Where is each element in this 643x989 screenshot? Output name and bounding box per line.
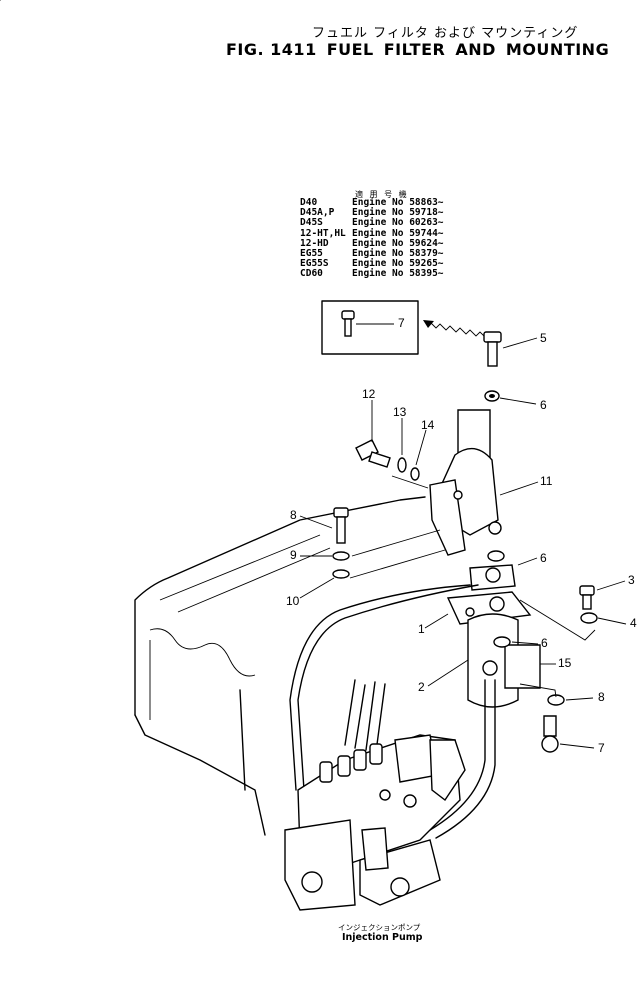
figure-word-4: MOUNTING [505, 40, 610, 59]
callout-14: 14 [421, 418, 435, 432]
model-name: D40 [300, 197, 318, 208]
callout-1: 1 [418, 622, 425, 636]
title-japanese: フュエル フィルタ および マウンティング [312, 26, 579, 41]
model-name: 12-HD [300, 237, 329, 249]
applicability-row: EG55S Engine No 59265~ [300, 259, 444, 269]
engine-serial: Engine No 58379~ [352, 248, 444, 260]
leader-arrowhead [423, 320, 434, 328]
engine-serial: Engine No 59744~ [352, 227, 444, 239]
injection-pump [284, 679, 466, 911]
callout-8-lower: 8 [598, 690, 605, 704]
applicability-row: 12-HD Engine No 59624~ [300, 237, 444, 249]
bolt-5 [483, 331, 538, 367]
washer-10 [299, 569, 350, 599]
fuel-pipes [289, 584, 496, 839]
engine-serial: Engine No 59624~ [352, 237, 444, 249]
model-name: EG55 [300, 248, 323, 260]
callout-7-bottom: 7 [598, 741, 605, 755]
callout-4: 4 [630, 616, 637, 630]
washer-9 [300, 551, 350, 561]
figure-number: FIG. 1411 [226, 40, 317, 59]
bolt-7-bottom [541, 715, 595, 753]
engine-serial: Engine No 58395~ [352, 268, 444, 280]
callout-13: 13 [393, 405, 407, 419]
callout-10: 10 [286, 594, 300, 608]
callout-9: 9 [290, 548, 297, 562]
callout-8-left: 8 [290, 508, 297, 522]
applicability-row: CD60 Engine No 58395~ [300, 269, 444, 279]
engine-serial: Engine No 58863~ [352, 197, 444, 208]
callout-5: 5 [540, 331, 547, 345]
pump-label-japanese: インジェクションポンプ [338, 923, 421, 932]
callout-15: 15 [558, 656, 572, 670]
figure-title: FIG. 1411 FUEL FILTER AND MOUNTING [226, 40, 619, 59]
mounting-bracket-11 [0, 0, 539, 556]
model-name: EG55S [300, 258, 329, 270]
figure-word-1: FUEL [326, 40, 374, 59]
applicability-row: 12-HT,HL Engine No 59744~ [300, 227, 444, 239]
callout-6-mid: 6 [540, 551, 547, 565]
filter-element-2 [427, 613, 556, 708]
applicability-table: D40 Engine No 58863~ D45A,P Engine No 5971… [300, 197, 444, 280]
model-name: CD60 [300, 268, 323, 280]
washer-8-bottom [519, 683, 594, 706]
washer-13 [397, 418, 407, 473]
applicability-row: D45A,P Engine No 59718~ [300, 207, 444, 219]
washer-6-top [484, 390, 537, 405]
washer-14 [410, 429, 427, 481]
bolt-12 [355, 400, 391, 468]
applicability-row: D45S Engine No 60263~ [300, 218, 444, 228]
engine-serial: Engine No 59265~ [352, 258, 444, 270]
callout-3: 3 [628, 573, 635, 587]
callout-6-lower: 6 [541, 636, 548, 650]
detail-inset [321, 300, 419, 355]
applicability-row: EG55 Engine No 58379~ [300, 248, 444, 260]
applicability-row: D40 Engine No 58863~ [300, 197, 444, 208]
model-name: D45S [300, 217, 323, 229]
assembly-line [349, 475, 446, 579]
engine-serial: Engine No 60263~ [352, 217, 444, 229]
engine-serial: Engine No 59718~ [352, 207, 444, 219]
callout-11: 11 [540, 474, 553, 488]
figure-word-3: AND [455, 40, 496, 59]
callout-7-top: 7 [398, 316, 405, 330]
bolt-3 [579, 580, 626, 610]
washer-4 [580, 612, 627, 625]
callout-6-top: 6 [540, 398, 547, 412]
engine-block [134, 496, 426, 836]
figure-word-2: FILTER [383, 40, 446, 59]
banjo-fitting-6 [469, 550, 538, 591]
model-name: D45A,P [300, 207, 335, 219]
callout-12: 12 [362, 387, 376, 401]
washer-6-mid [493, 636, 539, 648]
model-name: 12-HT,HL [300, 227, 346, 239]
callout-2: 2 [418, 680, 425, 694]
applicability-header: 適 用 号 機 [355, 190, 409, 199]
bolt-8-left [299, 507, 349, 544]
pump-label: Injection Pump [342, 932, 423, 943]
